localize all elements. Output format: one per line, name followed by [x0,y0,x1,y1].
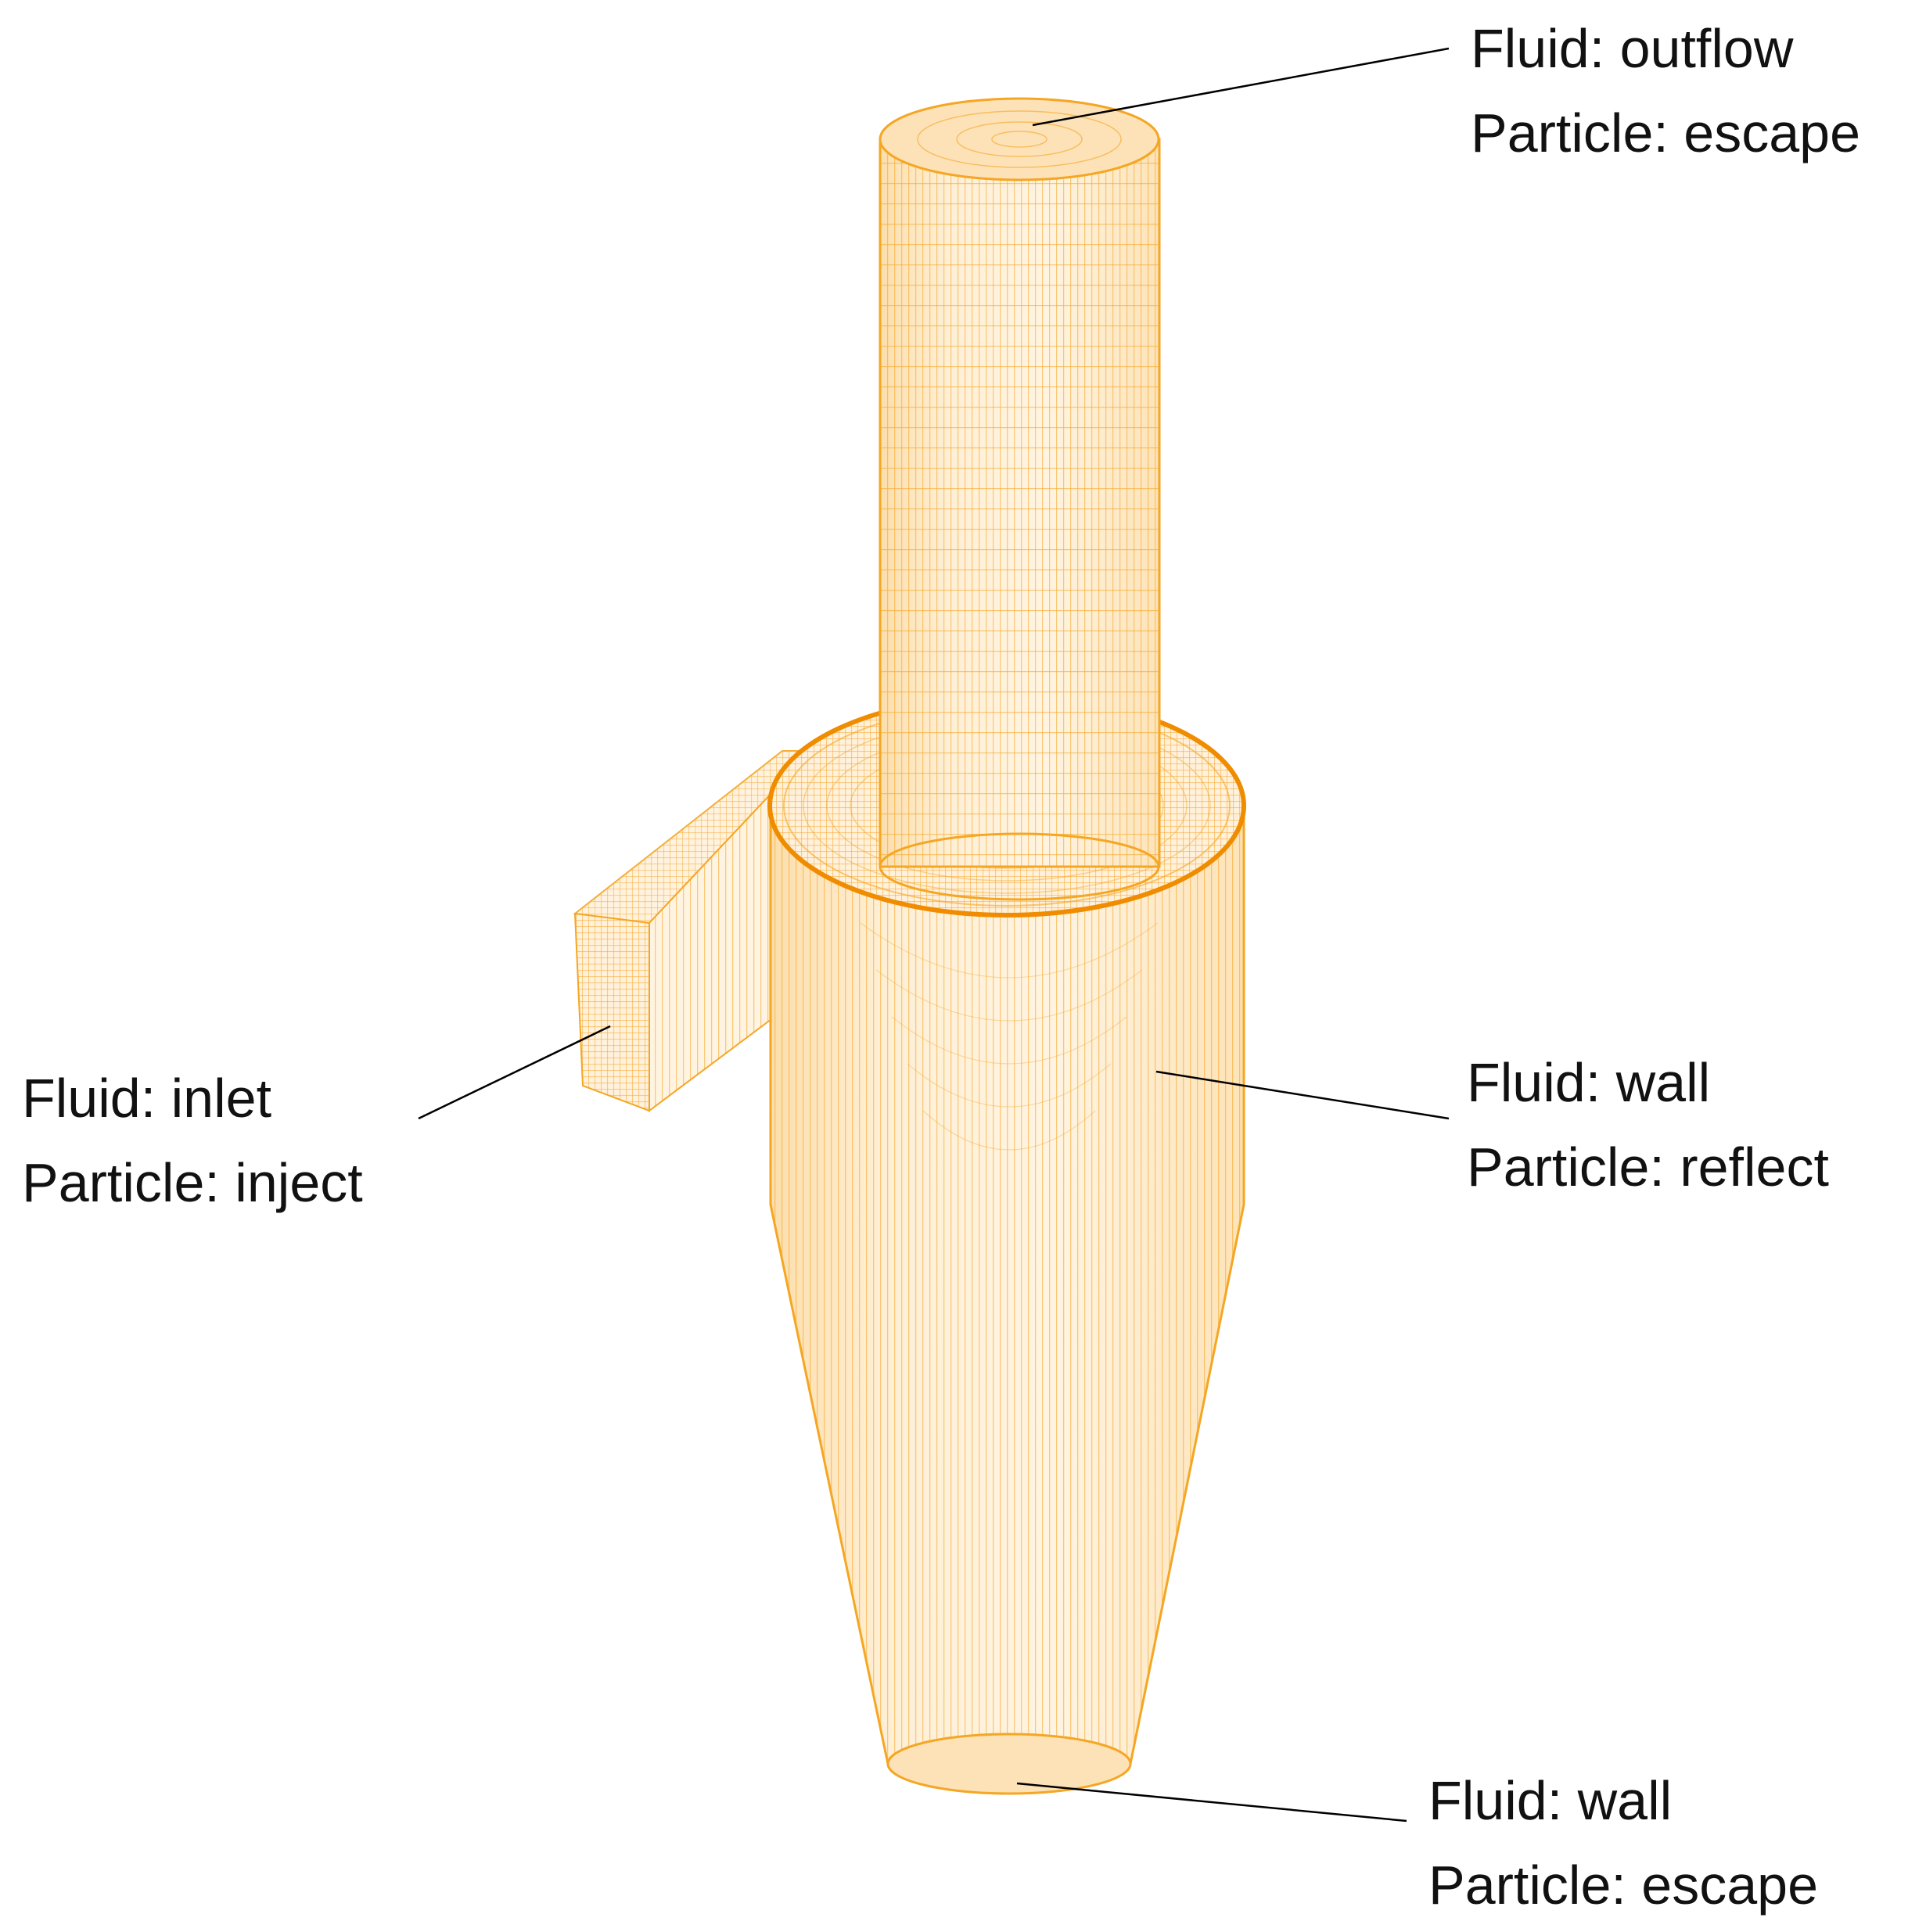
leader-wall-bottom [1016,1782,1407,1822]
wall-body-particle-text: Particle: reflect [1467,1137,1829,1198]
label-inlet: Fluid: inlet Particle: inject [22,1056,363,1225]
cyclone-body [769,804,1245,1795]
label-outflow: Fluid: outflow Particle: escape [1471,6,1860,175]
wall-bottom-particle-text: Particle: escape [1428,1855,1819,1916]
label-wall-body: Fluid: wall Particle: reflect [1467,1040,1829,1209]
inlet-particle-text: Particle: inject [22,1152,363,1213]
wall-bottom-fluid-text: Fluid: wall [1428,1770,1673,1831]
leader-outflow [1032,47,1450,127]
wall-body-fluid-text: Fluid: wall [1467,1052,1711,1113]
leader-inlet [418,1025,611,1120]
inlet-fluid-text: Fluid: inlet [22,1068,272,1129]
inlet-duct [573,750,832,1112]
outflow-particle-text: Particle: escape [1471,102,1861,163]
bottom-outlet [886,1733,1132,1795]
label-wall-bottom: Fluid: wall Particle: escape [1428,1758,1818,1927]
leader-wall-body [1155,1070,1450,1120]
outflow-cylinder [879,97,1161,901]
outflow-fluid-text: Fluid: outflow [1471,18,1794,79]
inlet-face [573,912,650,1112]
